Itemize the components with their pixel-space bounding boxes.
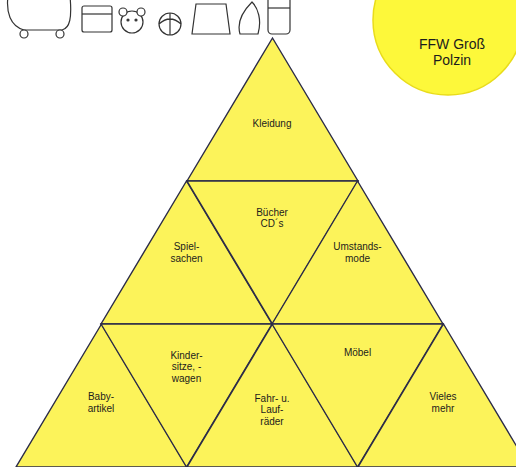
triangle-shape — [272, 181, 443, 324]
category-triangle: Umstands- mode — [272, 181, 443, 324]
box-sketch — [82, 6, 112, 32]
category-label: Baby- artikel — [80, 391, 122, 414]
ball-lines — [159, 13, 181, 35]
category-label: Kinder- sitze, -wagen — [166, 350, 208, 385]
triangle-shape — [187, 38, 358, 181]
category-label: Kleidung — [237, 118, 307, 130]
category-label: Fahr- u. Lauf- räder — [251, 393, 293, 428]
category-label: Bücher CD´s — [251, 207, 293, 230]
wheel-sketch — [20, 30, 28, 38]
bear-ear-sketch — [137, 8, 145, 16]
text-slot: Umstands- mode — [331, 241, 385, 264]
category-triangle: Kleidung — [187, 38, 358, 181]
text-slot: Möbel — [328, 347, 388, 359]
text-slot: Fahr- u. Lauf- räder — [251, 393, 293, 428]
text-slot: Kleidung — [237, 118, 307, 130]
text-slot: Kinder- sitze, -wagen — [166, 350, 208, 385]
bear-eye — [127, 19, 129, 21]
badge-text: FFW Groß Polzin — [412, 36, 492, 68]
bottle-sketch — [268, 0, 290, 34]
toy-sketch — [239, 2, 260, 34]
bear-eye — [135, 19, 137, 21]
badge-circle: FFW Groß Polzin — [372, 0, 516, 96]
wheel-sketch — [56, 30, 64, 38]
bear-ear-sketch — [119, 8, 127, 16]
text-slot: Vieles mehr — [422, 391, 464, 414]
bottle-line — [268, 7, 290, 8]
sketch — [8, 0, 290, 38]
category-triangle: Vieles mehr — [358, 324, 516, 467]
category-label: Spiel- sachen — [166, 241, 208, 264]
category-label: Möbel — [328, 347, 388, 359]
shape-outline — [187, 38, 358, 181]
ball-sketch — [159, 13, 181, 35]
text-slot: Spiel- sachen — [166, 241, 208, 264]
bag-sketch — [192, 4, 230, 34]
badge-circle-shape — [373, 0, 516, 95]
text-slot: Baby- artikel — [80, 391, 122, 414]
text-slot: Bücher CD´s — [251, 207, 293, 230]
category-label: Vieles mehr — [422, 391, 464, 414]
stroller-sketch — [8, 0, 71, 30]
text-slot: FFW Groß Polzin — [412, 36, 492, 68]
category-label: Umstands- mode — [331, 241, 385, 264]
triangle-shape — [358, 324, 516, 467]
box-line — [82, 13, 112, 14]
